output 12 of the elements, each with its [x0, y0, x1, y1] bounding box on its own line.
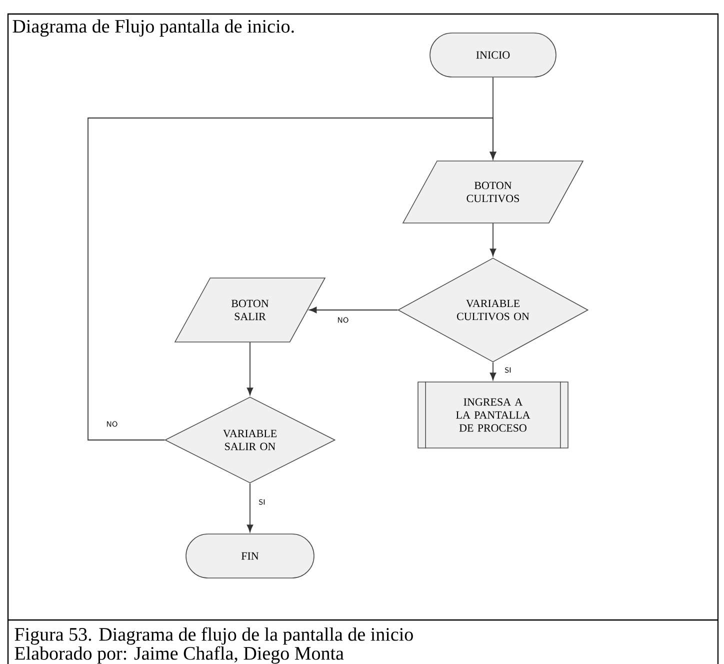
arrow — [309, 306, 398, 314]
title: Diagrama de Flujo pantalla de inicio. — [12, 19, 294, 37]
arrow — [490, 362, 496, 380]
terminal-box: FIN — [186, 534, 314, 578]
arrow — [246, 342, 254, 396]
terminal-box: INICIO — [430, 32, 556, 78]
process-box: INGRESA A LA PANTALLA DE PROCESO — [418, 381, 568, 449]
arrow — [246, 482, 254, 532]
credit-line: Elaborado por: Jaime Chafla, Diego Monta — [14, 646, 344, 664]
caption: Figura 53. Diagrama de flujo de la pantalla de inicio — [14, 627, 413, 645]
arrow — [490, 222, 496, 256]
arrow — [88, 118, 496, 440]
